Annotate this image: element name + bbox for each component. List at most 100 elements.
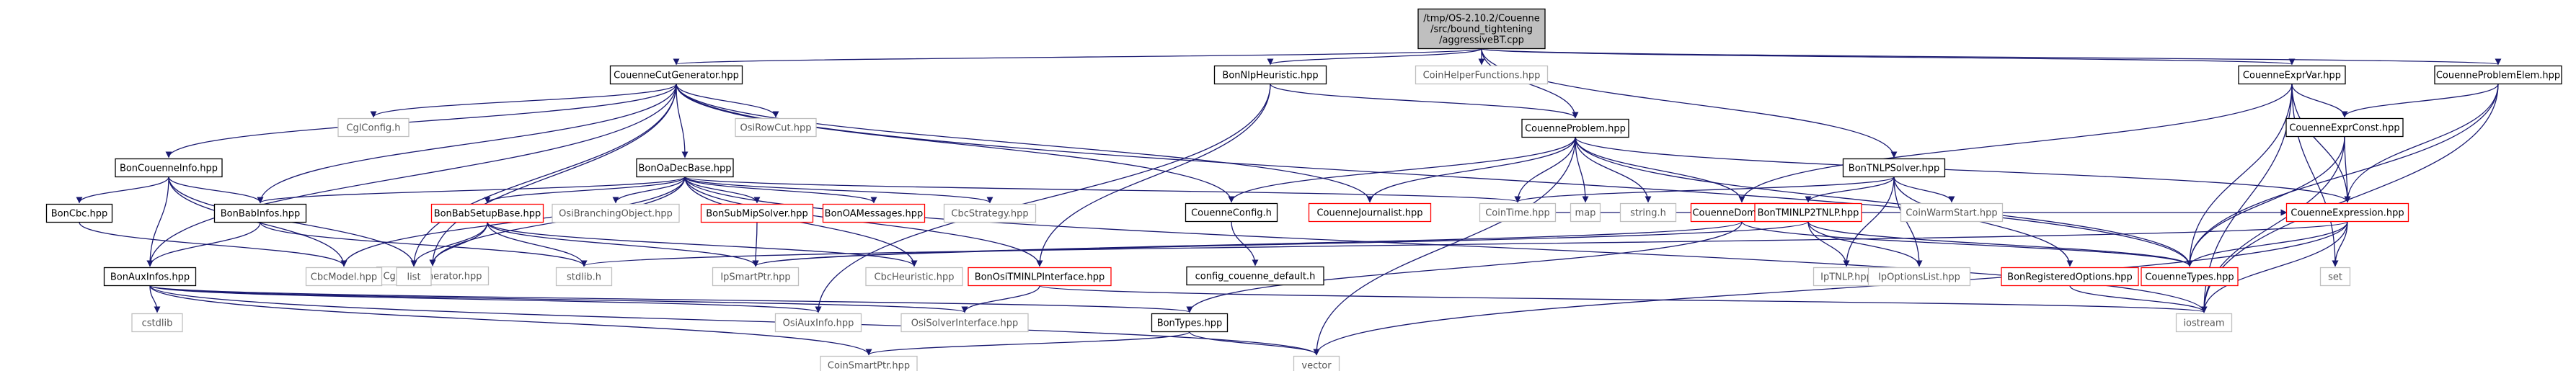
node-cstdlib[interactable]: cstdlib — [131, 313, 183, 333]
node-vector[interactable]: vector — [1293, 355, 1340, 371]
node-box-vector — [1293, 355, 1340, 371]
edge-bodb-to-bbi — [257, 176, 686, 204]
node-label-cjour-0: CouenneJournalist.hpp — [1316, 208, 1422, 219]
node-cexpr[interactable]: CouenneExpression.hpp — [2285, 202, 2409, 223]
node-label-cstdlib-0: cstdlib — [142, 318, 173, 329]
node-map[interactable]: map — [1570, 202, 1601, 223]
edge-cpe-to-cec — [2341, 84, 2499, 118]
edge-bodb-to-boam — [684, 176, 877, 204]
edge-bai-to-osi — [149, 285, 968, 313]
node-label-bnh-0: BonNlpHeuristic.hpp — [1222, 71, 1318, 81]
edge-cexpr-to-iostream — [2200, 221, 2348, 313]
node-label-string-0: string.h — [1630, 208, 1666, 219]
edge-bai-to-oai — [149, 285, 822, 313]
edge-ccg-to-bodb — [676, 84, 689, 158]
node-ctime[interactable]: CoinTime.hpp — [1479, 202, 1557, 223]
node-cws[interactable]: CoinWarmStart.hpp — [1900, 202, 2004, 223]
node-bai[interactable]: BonAuxInfos.hpp — [103, 267, 197, 287]
edge-cec-to-ctypes — [2186, 136, 2345, 267]
edge-ccg-to-bai — [146, 84, 677, 267]
node-label-bai-0: BonAuxInfos.hpp — [110, 272, 190, 283]
node-cbcs[interactable]: CbcStrategy.hpp — [943, 203, 1037, 223]
node-box-boam — [822, 203, 926, 223]
edge-root-to-bnh — [1267, 48, 1482, 66]
node-cbch[interactable]: CbcHeuristic.hpp — [865, 267, 963, 287]
node-box-cev — [2238, 65, 2346, 85]
node-box-ccdef — [1186, 266, 1324, 286]
node-ipol[interactable]: IpOptionsList.hpp — [1867, 267, 1971, 287]
node-btmnlp[interactable]: BonTMINLP2TNLP.hpp — [1754, 202, 1862, 223]
edge-bodb-to-obo — [612, 176, 686, 204]
node-cbcm[interactable]: CbcModel.hpp — [305, 267, 383, 287]
node-label-cbch-0: CbcHeuristic.hpp — [875, 272, 955, 283]
edge-tnlp-to-ctime — [1514, 176, 1895, 203]
node-bcbc[interactable]: BonCbc.hpp — [45, 203, 113, 223]
node-box-oai — [774, 313, 862, 333]
node-box-cexpr — [2285, 202, 2409, 223]
node-cfg[interactable]: CouenneConfig.h — [1185, 202, 1278, 223]
edge-btypes-to-csp — [865, 331, 1190, 356]
edge-cpe-to-ctypes — [2186, 84, 2499, 267]
node-cjour[interactable]: CouenneJournalist.hpp — [1308, 202, 1432, 223]
edge-bodb-to-cbcs — [684, 176, 993, 204]
node-bbi[interactable]: BonBabInfos.hpp — [213, 203, 307, 223]
node-ctypes[interactable]: CouenneTypes.hpp — [2141, 267, 2239, 287]
node-bnh[interactable]: BonNlpHeuristic.hpp — [1213, 65, 1327, 85]
node-chf[interactable]: CoinHelperFunctions.hpp — [1415, 65, 1549, 85]
node-box-bosi — [968, 267, 1112, 287]
edge-cexpr-to-vector — [1313, 221, 2348, 356]
node-string[interactable]: string.h — [1619, 202, 1677, 223]
node-label-bodb-0: BonOaDecBase.hpp — [639, 164, 732, 174]
edge-ccg-to-list — [410, 84, 677, 267]
node-bosi[interactable]: BonOsiTMINLPInterface.hpp — [968, 267, 1112, 287]
node-box-orc — [735, 117, 817, 138]
node-list[interactable]: list — [396, 267, 432, 287]
node-bro[interactable]: BonRegisteredOptions.hpp — [2001, 267, 2139, 287]
node-tnlp[interactable]: BonTNLPSolver.hpp — [1842, 158, 1946, 178]
node-csp[interactable]: CoinSmartPtr.hpp — [820, 355, 918, 371]
node-ccg[interactable]: CouenneCutGenerator.hpp — [609, 65, 743, 85]
node-ipsp[interactable]: IpSmartPtr.hpp — [712, 267, 800, 287]
node-iostream[interactable]: iostream — [2175, 313, 2233, 333]
node-ccdef[interactable]: config_couenne_default.h — [1186, 266, 1324, 286]
node-bodb[interactable]: BonOaDecBase.hpp — [636, 158, 734, 178]
node-bci[interactable]: BonCouenneInfo.hpp — [115, 158, 223, 178]
node-label-cbcs-0: CbcStrategy.hpp — [951, 209, 1028, 220]
node-label-root-2: /aggressiveBT.cpp — [1439, 35, 1524, 46]
edge-bbsb-to-stdlib — [487, 222, 588, 267]
node-boam[interactable]: BonOAMessages.hpp — [822, 203, 926, 223]
edge-cev-to-cdom — [1738, 84, 2293, 203]
node-box-ctypes — [2141, 267, 2239, 287]
node-cp[interactable]: CouenneProblem.hpp — [1521, 118, 1629, 138]
node-box-cstdlib — [131, 313, 183, 333]
node-label-iostream-0: iostream — [2183, 318, 2224, 329]
node-set[interactable]: set — [2319, 267, 2351, 287]
node-cec[interactable]: CouenneExprConst.hpp — [2285, 117, 2404, 138]
node-box-cws — [1900, 202, 2004, 223]
node-label-cec-0: CouenneExprConst.hpp — [2289, 123, 2399, 134]
node-label-cws-0: CoinWarmStart.hpp — [1906, 208, 1997, 219]
node-cpe[interactable]: CouenneProblemElem.hpp — [2434, 65, 2562, 85]
node-obo[interactable]: OsiBranchingObject.hpp — [552, 203, 680, 223]
node-bsms[interactable]: BonSubMipSolver.hpp — [700, 203, 814, 223]
node-box-bbsb — [430, 203, 544, 223]
node-cglcutgen[interactable]: CglCutGenerator.hpp — [376, 266, 490, 286]
edge-bai-to-vector — [149, 285, 1320, 356]
node-box-ipsp — [712, 267, 800, 287]
node-cev[interactable]: CouenneExprVar.hpp — [2238, 65, 2346, 85]
node-label-cp-0: CouenneProblem.hpp — [1525, 124, 1626, 135]
node-orc[interactable]: OsiRowCut.hpp — [735, 117, 817, 138]
node-box-ctime — [1479, 202, 1557, 223]
edge-bodb-to-ctime — [684, 176, 1521, 203]
node-label-ccg-0: CouenneCutGenerator.hpp — [614, 71, 739, 81]
node-bbsb[interactable]: BonBabSetupBase.hpp — [430, 203, 544, 223]
node-cglcfg[interactable]: CglConfig.h — [337, 117, 410, 138]
node-btypes[interactable]: BonTypes.hpp — [1151, 313, 1229, 333]
node-stdlib[interactable]: stdlib.h — [555, 267, 613, 287]
node-osi[interactable]: OsiSolverInterface.hpp — [900, 313, 1029, 333]
node-oai[interactable]: OsiAuxInfo.hpp — [774, 313, 862, 333]
edge-ccg-to-cjour — [676, 84, 1373, 203]
node-label-cexpr-0: CouenneExpression.hpp — [2290, 208, 2404, 219]
edge-btmnlp-to-ipol — [1807, 221, 1923, 267]
node-label-cglcfg-0: CglConfig.h — [346, 123, 400, 134]
